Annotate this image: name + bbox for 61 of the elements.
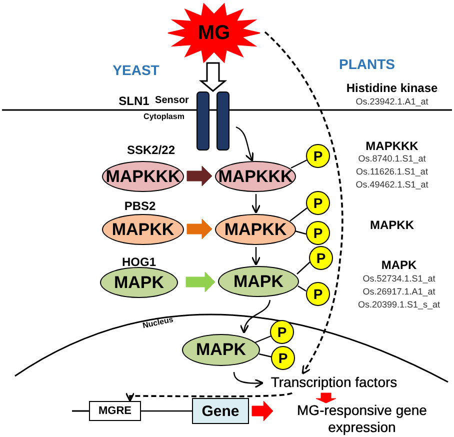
phosphate-circle: P [270, 320, 294, 344]
kinase-ellipse: MAPKKK [215, 161, 296, 192]
protein-name: HOG1 [122, 256, 156, 268]
block-arrow [252, 400, 274, 422]
kinase-ellipse: MAPK [218, 266, 299, 297]
connector-line [290, 159, 308, 169]
connector-line [298, 286, 306, 292]
probe-id: Os.26917.1.A1_at [362, 288, 436, 296]
gene-element-box: Gene [192, 398, 249, 424]
arrow [251, 247, 261, 266]
region-label: Nucleus [142, 316, 174, 330]
kinase-ellipse: MAPK [100, 267, 178, 298]
connector-line [294, 230, 306, 235]
protein-name: SLN1 [118, 95, 150, 107]
probe-id: Os.52734.1.S1_at [362, 274, 436, 284]
protein-name: MAPKK [370, 219, 414, 231]
protein-name: MAPKKK [366, 140, 418, 152]
protein-name: MAPK [381, 259, 417, 271]
protein-name: Histidine kinase [346, 82, 438, 94]
probe-id: Os.23942.1.A1_at [356, 98, 428, 106]
phosphate-circle: P [306, 144, 330, 168]
block-arrow [186, 272, 216, 292]
probe-id: Os.20399.1.S1_s_at [358, 300, 440, 310]
stress-starburst: MG [166, 2, 262, 64]
connector-line [258, 353, 272, 358]
kinase-ellipse: MAPKKK [102, 161, 184, 192]
probe-id: Os.11626.1.S1_at [356, 168, 428, 176]
text-label: Transcription factors [264, 374, 404, 392]
kinase-ellipse: MAPK [182, 334, 260, 366]
arrow [233, 372, 264, 388]
block-arrow [316, 392, 336, 404]
phosphate-circle: P [306, 221, 330, 245]
arrow [240, 300, 271, 334]
dashed-arrow [264, 31, 344, 375]
protein-name: SSK2/22 [126, 144, 176, 156]
arrow [251, 194, 261, 214]
dashed-arrow [125, 392, 292, 402]
organism-heading: YEAST [112, 63, 160, 77]
gene-element-box: MGRE [89, 401, 141, 421]
block-arrow [186, 218, 212, 240]
phosphate-circle: P [306, 282, 330, 306]
organism-heading: PLANTS [339, 57, 395, 71]
arrow [236, 126, 254, 162]
region-label: Cytoplasm [144, 113, 184, 121]
kinase-ellipse: MAPKK [215, 214, 296, 245]
block-arrow [198, 62, 228, 92]
connector-line [141, 410, 192, 412]
kinase-ellipse: MAPKK [102, 214, 184, 245]
text-label: MG-responsive gene expression [274, 401, 450, 437]
membrane-receptor [196, 91, 230, 151]
phosphate-circle: P [309, 246, 333, 270]
connector-line [254, 335, 272, 344]
phosphate-circle: P [271, 346, 295, 370]
protein-name: Sensor [155, 96, 189, 106]
protein-name: PBS2 [124, 200, 156, 212]
probe-id: Os.49462.1.S1_at [356, 180, 428, 190]
connector-line [296, 262, 310, 274]
block-arrow [186, 166, 212, 186]
connector-line [290, 208, 308, 222]
phosphate-circle: P [306, 191, 330, 215]
probe-id: Os.8740.1.S1_at [358, 154, 426, 164]
